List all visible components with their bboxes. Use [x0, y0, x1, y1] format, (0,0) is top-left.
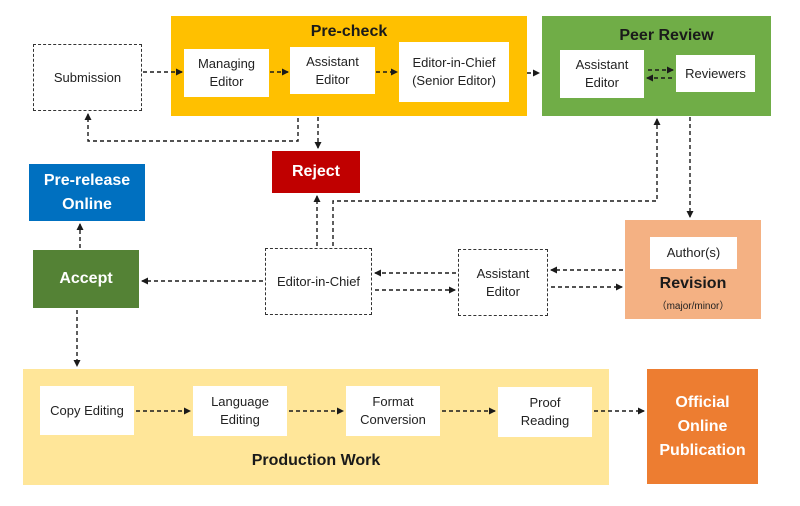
revision-title: Revision	[659, 275, 727, 292]
editor-in-chief-box: Editor-in-Chief	[265, 248, 372, 315]
revision-group	[625, 220, 761, 319]
official-online-publication-box: Official Online Publication	[647, 369, 758, 484]
reviewers-box: Reviewers	[676, 55, 755, 92]
pre-release-online-box: Pre-release Online	[29, 164, 145, 221]
proof-reading-box: Proof Reading	[498, 387, 592, 437]
format-conversion-box: Format Conversion	[346, 386, 440, 436]
managing-editor-box: Managing Editor	[184, 49, 269, 97]
production-title: Production Work	[251, 452, 381, 469]
precheck-editor-in-chief-box: Editor-in-Chief (Senior Editor)	[399, 42, 509, 102]
arrow-back-to-submission	[84, 113, 299, 142]
peer-review-title: Peer Review	[619, 27, 714, 44]
copy-editing-box: Copy Editing	[40, 386, 134, 435]
reject-box: Reject	[272, 151, 360, 193]
language-editing-box: Language Editing	[193, 386, 287, 436]
revision-subtitle: （major/minor）	[656, 301, 730, 312]
precheck-title: Pre-check	[310, 23, 388, 40]
arrow-eic-to-peer-review	[332, 118, 661, 246]
assistant-editor-box: Assistant Editor	[458, 249, 548, 316]
peer-review-assistant-editor-box: Assistant Editor	[560, 50, 644, 98]
submission-box: Submission	[33, 44, 142, 111]
authors-box: Author(s)	[650, 237, 737, 269]
precheck-assistant-editor-box: Assistant Editor	[290, 47, 375, 94]
accept-box: Accept	[33, 250, 139, 308]
